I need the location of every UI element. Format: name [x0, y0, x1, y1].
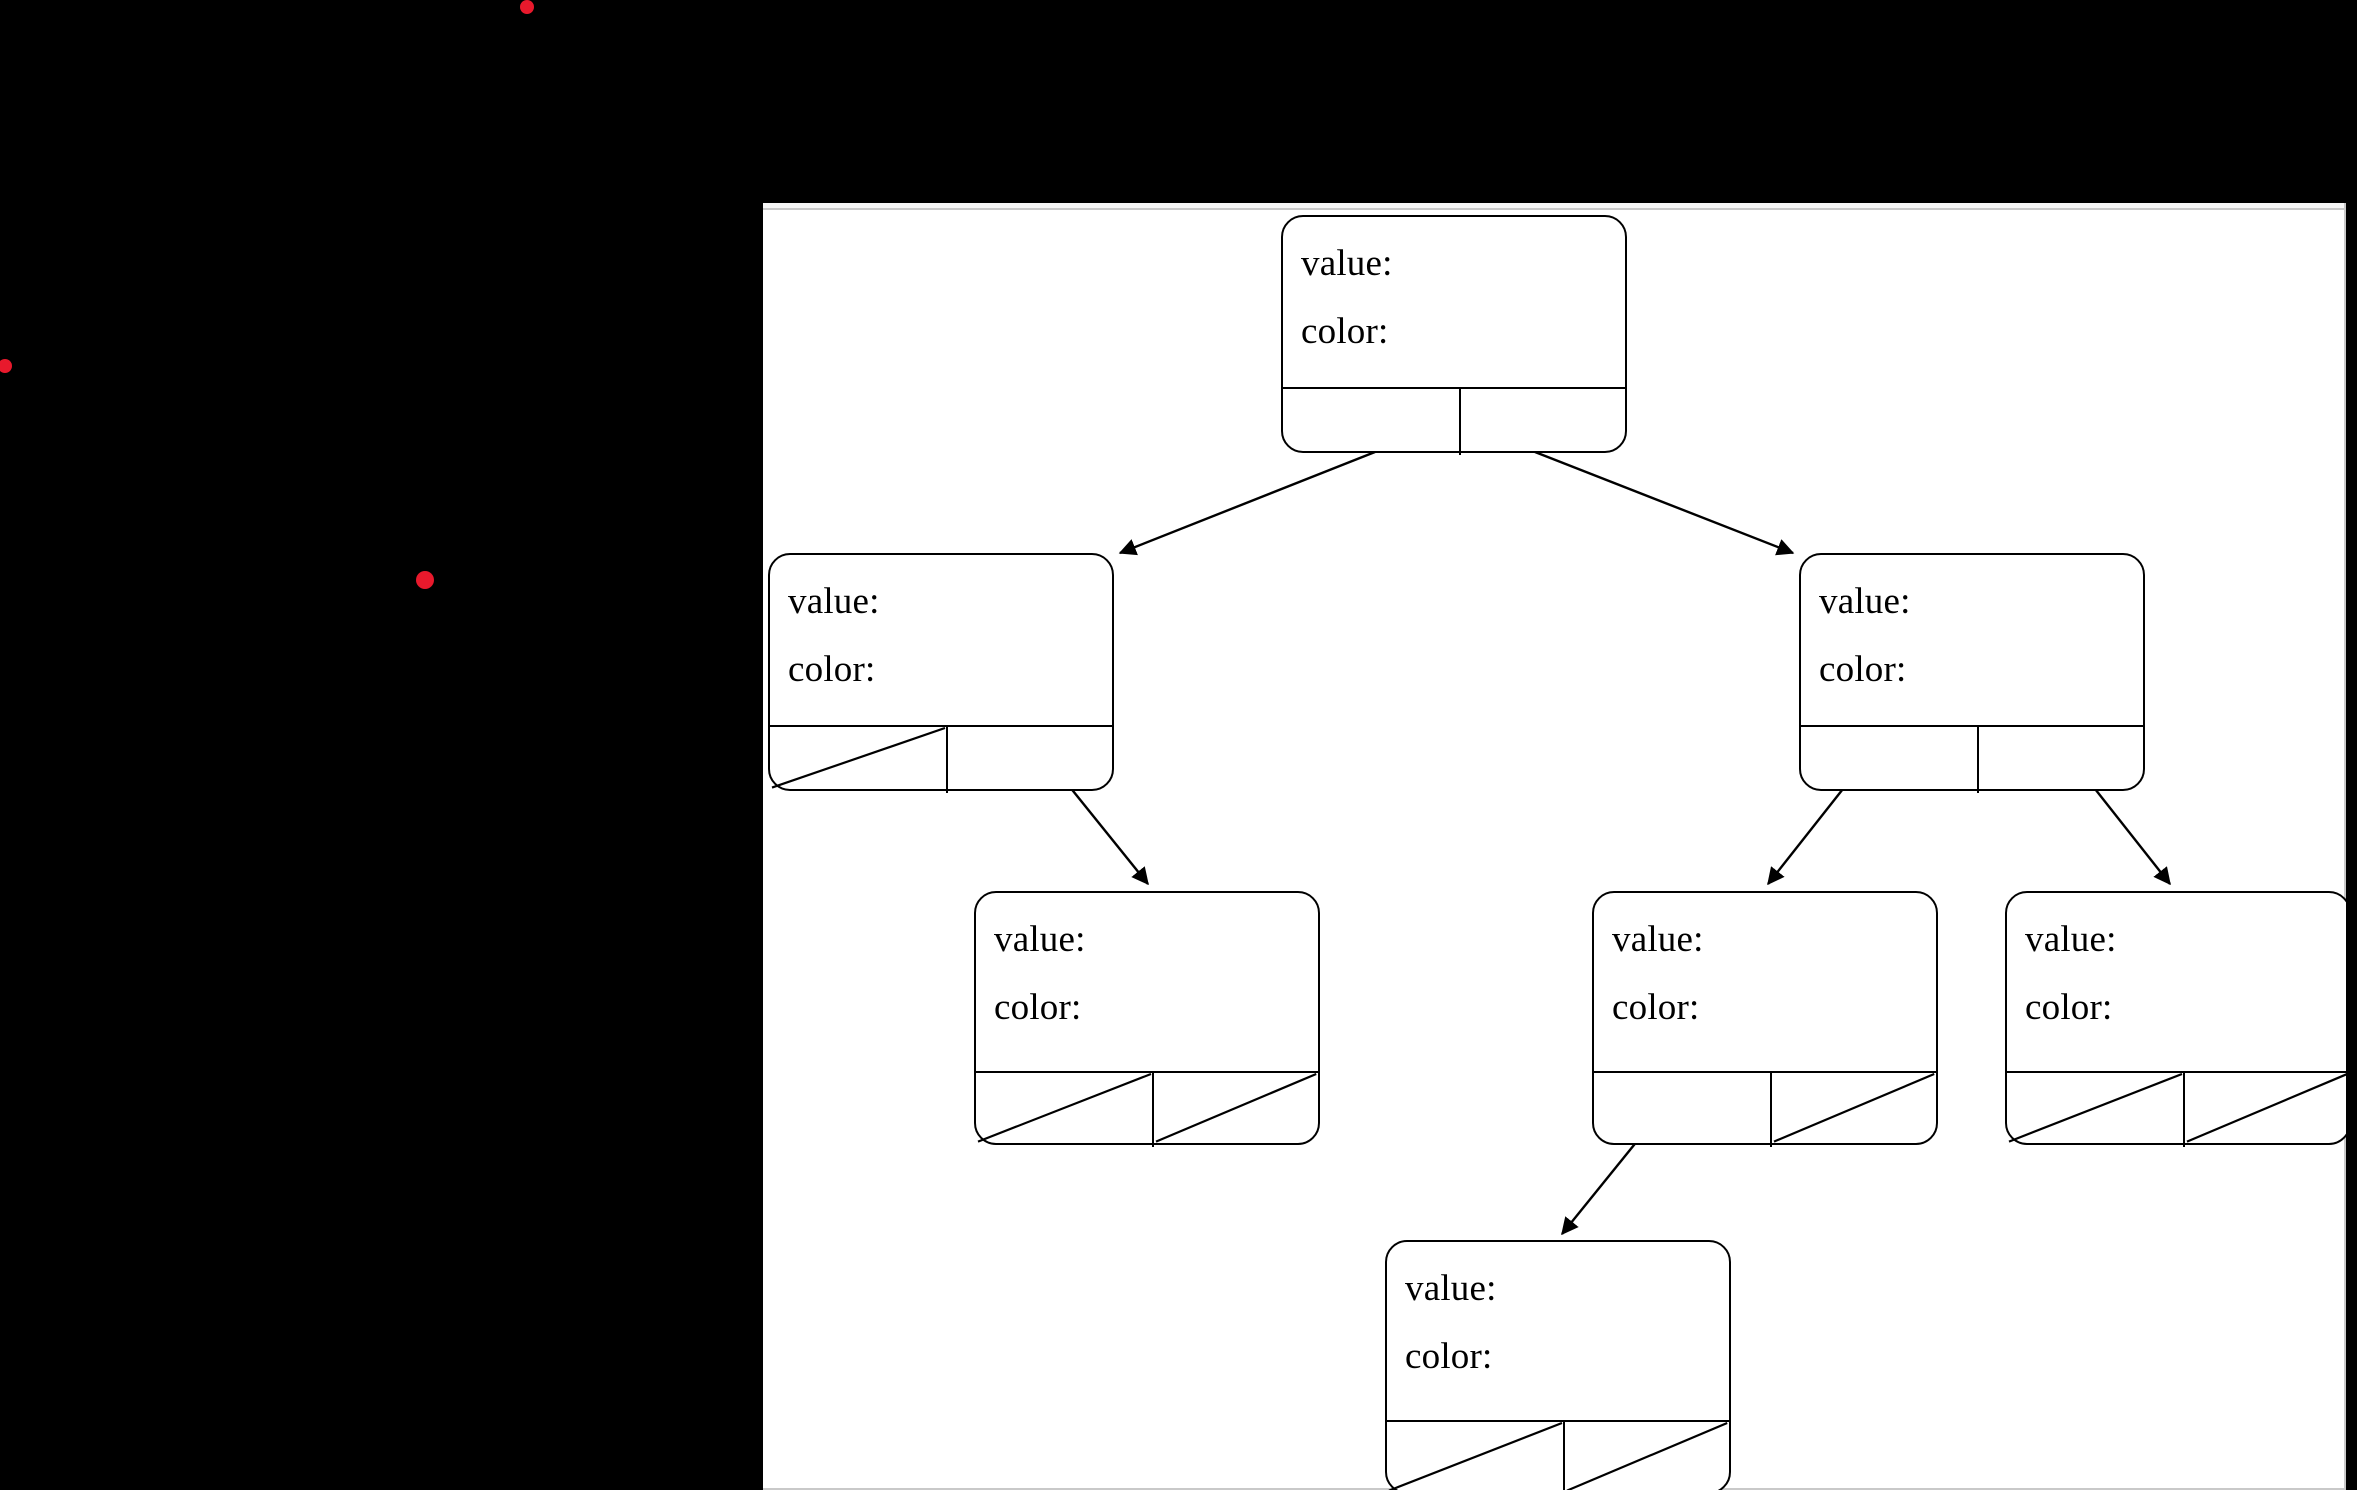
node-pointer-cell-right-null[interactable] — [1565, 1422, 1729, 1490]
edge-root-to-left — [1118, 450, 1376, 556]
node-pointer-split — [1152, 1073, 1155, 1147]
node-field-color-label: color: — [1819, 649, 1907, 690]
diagram-panel: value:color:value:color:value:color:valu… — [763, 203, 2346, 1490]
node-pointer-cell-left-link[interactable] — [1594, 1073, 1770, 1143]
node-pointer-cell-right-null[interactable] — [1154, 1073, 1318, 1143]
node-pointer-cell-right-null[interactable] — [1772, 1073, 1936, 1143]
node-pointer-cell-left-null[interactable] — [1387, 1422, 1563, 1490]
node-field-value-label: value: — [1405, 1268, 1497, 1309]
panel-top-border — [763, 208, 2346, 210]
node-pointer-cell-right-null[interactable] — [2185, 1073, 2346, 1143]
node-pointer-cell-left-null[interactable] — [976, 1073, 1152, 1143]
tree-node-right-left-left[interactable]: value: color: — [1385, 1240, 1731, 1490]
null-pointer-slash-icon — [1155, 1073, 1318, 1143]
marker-dot-left — [0, 359, 12, 373]
node-field-color-label: color: — [2025, 987, 2113, 1028]
tree-node-left[interactable]: value: color: — [768, 553, 1114, 793]
tree-node-right[interactable]: value: color: — [1799, 553, 2145, 793]
node-field-value-label: value: — [1612, 919, 1704, 960]
tree-node-root[interactable]: value: color: — [1281, 215, 1627, 455]
node-pointer-split — [2183, 1073, 2186, 1147]
null-pointer-slash-icon — [2186, 1073, 2346, 1143]
node-field-color-label: color: — [994, 987, 1082, 1028]
node-pointer-divider — [770, 725, 1112, 728]
node-pointer-cell-right-link[interactable] — [1461, 389, 1624, 451]
null-pointer-slash-icon — [1388, 1422, 1563, 1490]
marker-dot-top — [520, 0, 534, 14]
node-field-value-label: value: — [788, 581, 880, 622]
node-field-value-label: value: — [1819, 581, 1911, 622]
node-pointer-divider — [1283, 387, 1625, 390]
node-field-value-label: value: — [2025, 919, 2117, 960]
tree-node-right-left[interactable]: value: color: — [1592, 891, 1938, 1147]
node-pointer-split — [1459, 389, 1462, 455]
node-field-color-label: color: — [1301, 311, 1389, 352]
node-pointer-split — [1770, 1073, 1773, 1147]
node-pointer-cell-left-null[interactable] — [770, 727, 946, 789]
node-pointer-split — [1977, 727, 1980, 793]
null-pointer-slash-icon — [977, 1073, 1152, 1143]
node-pointer-divider — [976, 1071, 1318, 1074]
node-field-value-label: value: — [1301, 243, 1393, 284]
null-pointer-slash-icon — [771, 727, 946, 789]
node-field-color-label: color: — [1612, 987, 1700, 1028]
null-pointer-slash-icon — [1566, 1422, 1729, 1490]
node-pointer-cell-left-link[interactable] — [1801, 727, 1977, 789]
null-pointer-slash-icon — [2008, 1073, 2183, 1143]
node-pointer-cell-left-link[interactable] — [1283, 389, 1459, 451]
node-pointer-split — [946, 727, 949, 793]
node-field-value-label: value: — [994, 919, 1086, 960]
panel-top-strip — [763, 203, 2346, 208]
node-pointer-divider — [1801, 725, 2143, 728]
node-field-color-label: color: — [1405, 1336, 1493, 1377]
marker-dot-middle — [416, 571, 434, 589]
node-field-color-label: color: — [788, 649, 876, 690]
panel-right-border — [2344, 203, 2346, 1490]
tree-node-right-right[interactable]: value: color: — [2005, 891, 2346, 1147]
node-pointer-cell-left-null[interactable] — [2007, 1073, 2183, 1143]
edge-root-to-right — [1534, 450, 1795, 556]
node-pointer-cell-right-link[interactable] — [948, 727, 1111, 789]
tree-node-left-right[interactable]: value: color: — [974, 891, 1320, 1147]
node-pointer-divider — [2007, 1071, 2346, 1074]
node-pointer-split — [1563, 1422, 1566, 1490]
node-pointer-divider — [1594, 1071, 1936, 1074]
node-pointer-cell-right-link[interactable] — [1979, 727, 2142, 789]
node-pointer-divider — [1387, 1420, 1729, 1423]
null-pointer-slash-icon — [1773, 1073, 1936, 1143]
